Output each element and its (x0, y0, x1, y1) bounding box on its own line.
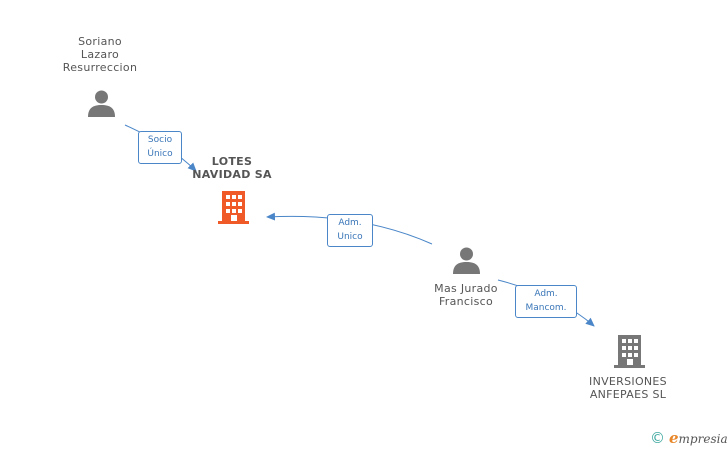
node-label-line: LOTES (211, 155, 253, 168)
person-icon[interactable] (87, 89, 116, 118)
edge-label-line: Adm. (338, 218, 362, 228)
node-label-inversiones[interactable]: INVERSIONES ANFEPAES SL (576, 375, 680, 401)
node-label-line: NAVIDAD SA (192, 168, 272, 181)
brand-logo-text: mpresia (678, 432, 728, 446)
brand-logo-initial: e (669, 429, 679, 447)
node-label-line: Francisco (438, 295, 494, 308)
node-label-line: Mas Jurado (434, 282, 498, 295)
edge-label-line: Único (147, 149, 173, 159)
edge-label-line: Socio (147, 135, 173, 145)
person-icon[interactable] (452, 246, 481, 275)
brand-logo[interactable]: empresia (669, 429, 728, 447)
edge-label-adm-mancom[interactable]: Adm. Mancom. (515, 285, 577, 318)
node-label-soriano[interactable]: Soriano Lazaro Resurreccion (48, 35, 152, 74)
node-label-mas-jurado[interactable]: Mas Jurado Francisco (414, 282, 518, 308)
node-label-line: Soriano (78, 35, 122, 48)
edge-label-line: Adm. (534, 289, 558, 299)
footer-brand: © empresia (650, 429, 728, 447)
node-label-line: INVERSIONES (589, 375, 667, 388)
node-label-lotes[interactable]: LOTES NAVIDAD SA (180, 155, 284, 181)
building-icon[interactable] (614, 334, 645, 368)
edge-label-line: Mancom. (525, 303, 567, 313)
node-label-line: Lazaro (80, 48, 120, 61)
node-label-line: ANFEPAES SL (589, 388, 667, 401)
edge-label-line: Unico (337, 232, 363, 242)
edge-label-socio-unico[interactable]: Socio Único (138, 131, 182, 164)
node-label-line: Resurreccion (62, 61, 138, 74)
copyright-icon: © (650, 429, 665, 447)
building-icon[interactable] (218, 190, 249, 224)
edge-label-adm-unico[interactable]: Adm. Unico (327, 214, 373, 247)
